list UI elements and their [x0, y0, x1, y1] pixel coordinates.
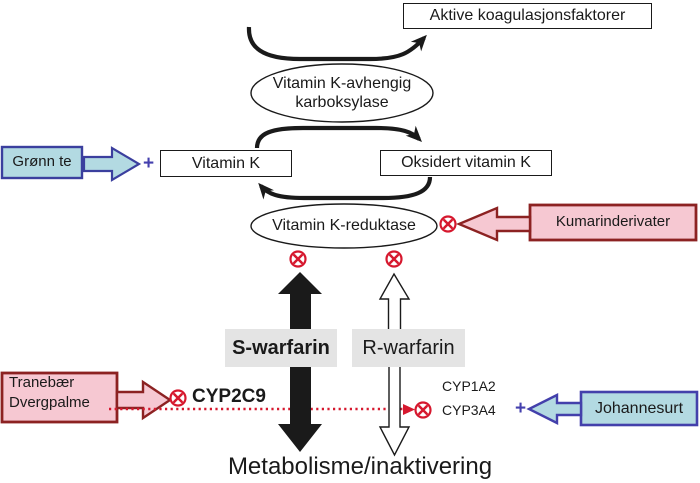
- plus-sign-vitamin-k: +: [142, 152, 155, 174]
- carboxylase-line2: karboksylase: [295, 94, 389, 111]
- carboxylase-ellipse: [250, 63, 434, 123]
- inhibition-icon: [414, 401, 432, 419]
- inhibition-icon: [289, 250, 307, 268]
- arrow-to-active-factors: [246, 26, 427, 62]
- coumarins-label: Kumarinderivater: [555, 213, 671, 231]
- s-warfarin-label: S-warfarin: [225, 329, 337, 367]
- st-johns-wort-label: Johannesurt: [594, 399, 684, 417]
- carboxylase-label: Vitamin K-avhengig karboksylase: [251, 66, 433, 120]
- cranberry-label: Tranebær: [9, 374, 75, 391]
- r-warfarin-down-arrow: [378, 365, 411, 457]
- metabolism-label: Metabolisme/inaktivering: [227, 453, 493, 480]
- r-warfarin-label: R-warfarin: [352, 329, 465, 367]
- s-warfarin-up-arrow: [278, 272, 322, 330]
- inhibition-icon: [385, 250, 403, 268]
- green-tea-box-shape: [0, 145, 84, 180]
- oxidized-vitamin-k-box: Oksidert vitamin K: [380, 150, 552, 176]
- plus-sign-cyp3a4: +: [514, 397, 527, 419]
- cyp2c9-label: CYP2C9: [192, 386, 266, 407]
- vitamin-k-box: Vitamin K: [160, 150, 292, 177]
- green-tea-label: Grønn te: [12, 153, 72, 171]
- active-coagulation-factors-box: Aktive koagulasjonsfaktorer: [403, 3, 652, 29]
- inhibition-icon: [169, 389, 187, 407]
- cyp1a2-label: CYP1A2: [442, 378, 496, 394]
- coumarins-inhibition-arrow: [455, 206, 532, 242]
- reductase-ellipse: [250, 203, 438, 249]
- st-johns-wort-stimulation-arrow: [526, 393, 583, 425]
- r-warfarin-up-arrow: [378, 272, 411, 331]
- carboxylase-line1: Vitamin K-avhengig: [272, 74, 412, 92]
- st-johns-wort-box-shape: [579, 390, 699, 427]
- saw-palmetto-label: Dvergpalme: [9, 394, 90, 412]
- arrow-vitk-to-oxidized: [254, 125, 422, 149]
- arrow-oxidized-to-vitk: [258, 176, 433, 201]
- inhibition-icon: [439, 215, 457, 233]
- cranberry-inhibition-arrow: [115, 379, 173, 421]
- s-warfarin-down-arrow: [278, 366, 322, 452]
- coumarins-box-shape: [528, 203, 698, 242]
- green-tea-stimulation-arrow: [82, 146, 142, 182]
- dotted-line-arrowhead: [403, 404, 415, 415]
- reductase-label: Vitamin K-reduktase: [272, 217, 416, 235]
- cyp3a4-label: CYP3A4: [442, 402, 496, 418]
